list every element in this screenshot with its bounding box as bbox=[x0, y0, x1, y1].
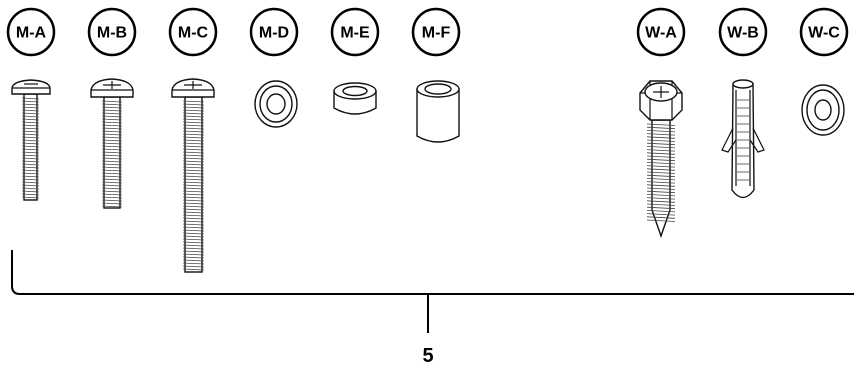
label-m-e: M-E bbox=[330, 7, 380, 57]
screw-medium-m-b bbox=[90, 78, 134, 209]
lag-bolt-w-a bbox=[639, 80, 683, 239]
label-w-a-text: W-A bbox=[645, 25, 677, 42]
label-w-a: W-A bbox=[636, 7, 686, 57]
label-m-d: M-D bbox=[249, 7, 299, 57]
label-m-d-text: M-D bbox=[259, 25, 289, 42]
washer-m-d bbox=[254, 80, 298, 128]
spacer-tall-m-f bbox=[416, 80, 460, 143]
label-w-c: W-C bbox=[799, 7, 849, 57]
label-m-f-text: M-F bbox=[422, 25, 451, 42]
washer-w-c bbox=[801, 84, 845, 136]
label-m-c-text: M-C bbox=[178, 25, 209, 42]
label-w-c-text: W-C bbox=[808, 25, 840, 42]
label-m-a-text: M-A bbox=[16, 25, 47, 42]
label-m-f: M-F bbox=[411, 7, 461, 57]
wall-anchor-w-b bbox=[721, 79, 765, 199]
quantity-label: 5 bbox=[422, 345, 433, 367]
label-m-b-text: M-B bbox=[97, 25, 127, 42]
label-m-e-text: M-E bbox=[340, 25, 370, 42]
screw-long-m-c bbox=[171, 78, 215, 273]
label-m-b: M-B bbox=[87, 7, 137, 57]
label-m-a: M-A bbox=[6, 7, 56, 57]
grouping-bracket bbox=[11, 250, 854, 333]
label-m-c: M-C bbox=[168, 7, 218, 57]
label-w-b: W-B bbox=[718, 7, 768, 57]
screw-short-m-a bbox=[11, 79, 51, 201]
spacer-short-m-e bbox=[333, 82, 377, 115]
label-w-b-text: W-B bbox=[727, 25, 759, 42]
